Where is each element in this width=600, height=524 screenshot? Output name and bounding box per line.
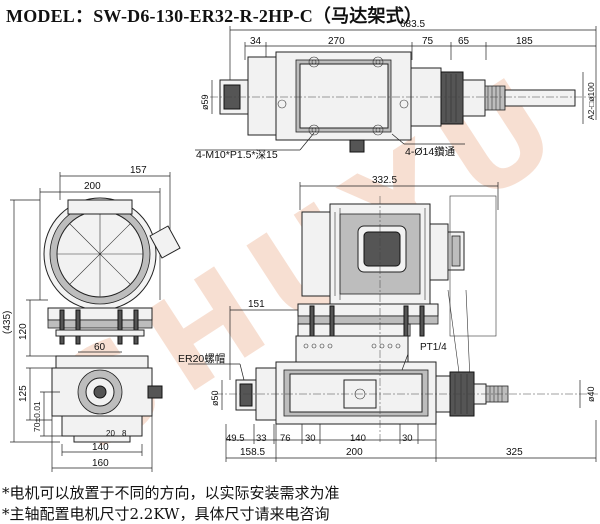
dim-phi50: ø50	[210, 390, 220, 406]
dim-270: 270	[328, 36, 345, 47]
dim-75: 75	[422, 36, 434, 47]
dim-phi59: ø59	[200, 94, 210, 110]
dim-65: 65	[458, 36, 470, 47]
top-view: 683.5 34 270 75 65 185	[195, 19, 598, 161]
dim-151: 151	[248, 299, 265, 310]
dim-158-5: 158.5	[240, 447, 265, 458]
note-motor-size: *主轴配置电机尺寸2.2KW，具体尺寸请来电咨询	[2, 505, 330, 523]
callout-hole: 4-Ø14鑽通	[405, 145, 456, 158]
dim-49-5: 49.5	[226, 433, 245, 444]
dim-76: 76	[280, 433, 291, 444]
dim-325: 325	[506, 447, 523, 458]
dim-332-5: 332.5	[372, 175, 397, 186]
dim-20: 20	[106, 429, 115, 438]
dim-200-front: 200	[346, 447, 363, 458]
dim-70: 70±0.01	[32, 401, 42, 432]
callout-tap: 4-M10*P1.5*深15	[196, 149, 278, 161]
dim-overall: 683.5	[400, 19, 425, 30]
dim-140-side: 140	[92, 442, 109, 453]
dim-125: 125	[18, 385, 29, 402]
dim-160: 160	[92, 458, 109, 469]
model-title: MODEL：SW-D6-130-ER32-R-2HP-C（马达架式）	[6, 6, 423, 26]
note-motor-orientation: *电机可以放置于不同的方向，以实际安装需求为准	[2, 484, 340, 502]
dim-phi40: ø40	[586, 386, 596, 402]
dim-140-front: 140	[350, 433, 366, 444]
dim-30-b: 30	[402, 433, 413, 444]
side-view: 157 200 60 (4	[2, 165, 181, 472]
dim-157: 157	[130, 165, 147, 176]
dim-60: 60	[94, 342, 106, 353]
dim-200: 200	[84, 181, 101, 192]
label-er20-nut: ER20螺帽	[178, 352, 225, 365]
dim-34: 34	[250, 36, 262, 47]
dim-435: (435)	[2, 311, 13, 334]
dim-120: 120	[18, 323, 29, 340]
dim-30-a: 30	[305, 433, 316, 444]
dim-185: 185	[516, 36, 533, 47]
label-pt14: PT1/4	[420, 342, 447, 353]
dim-8: 8	[122, 429, 127, 438]
dim-33: 33	[256, 433, 267, 444]
front-view: 332.5 151	[178, 175, 598, 462]
dim-a2-100: A2-□ø100	[586, 82, 596, 120]
